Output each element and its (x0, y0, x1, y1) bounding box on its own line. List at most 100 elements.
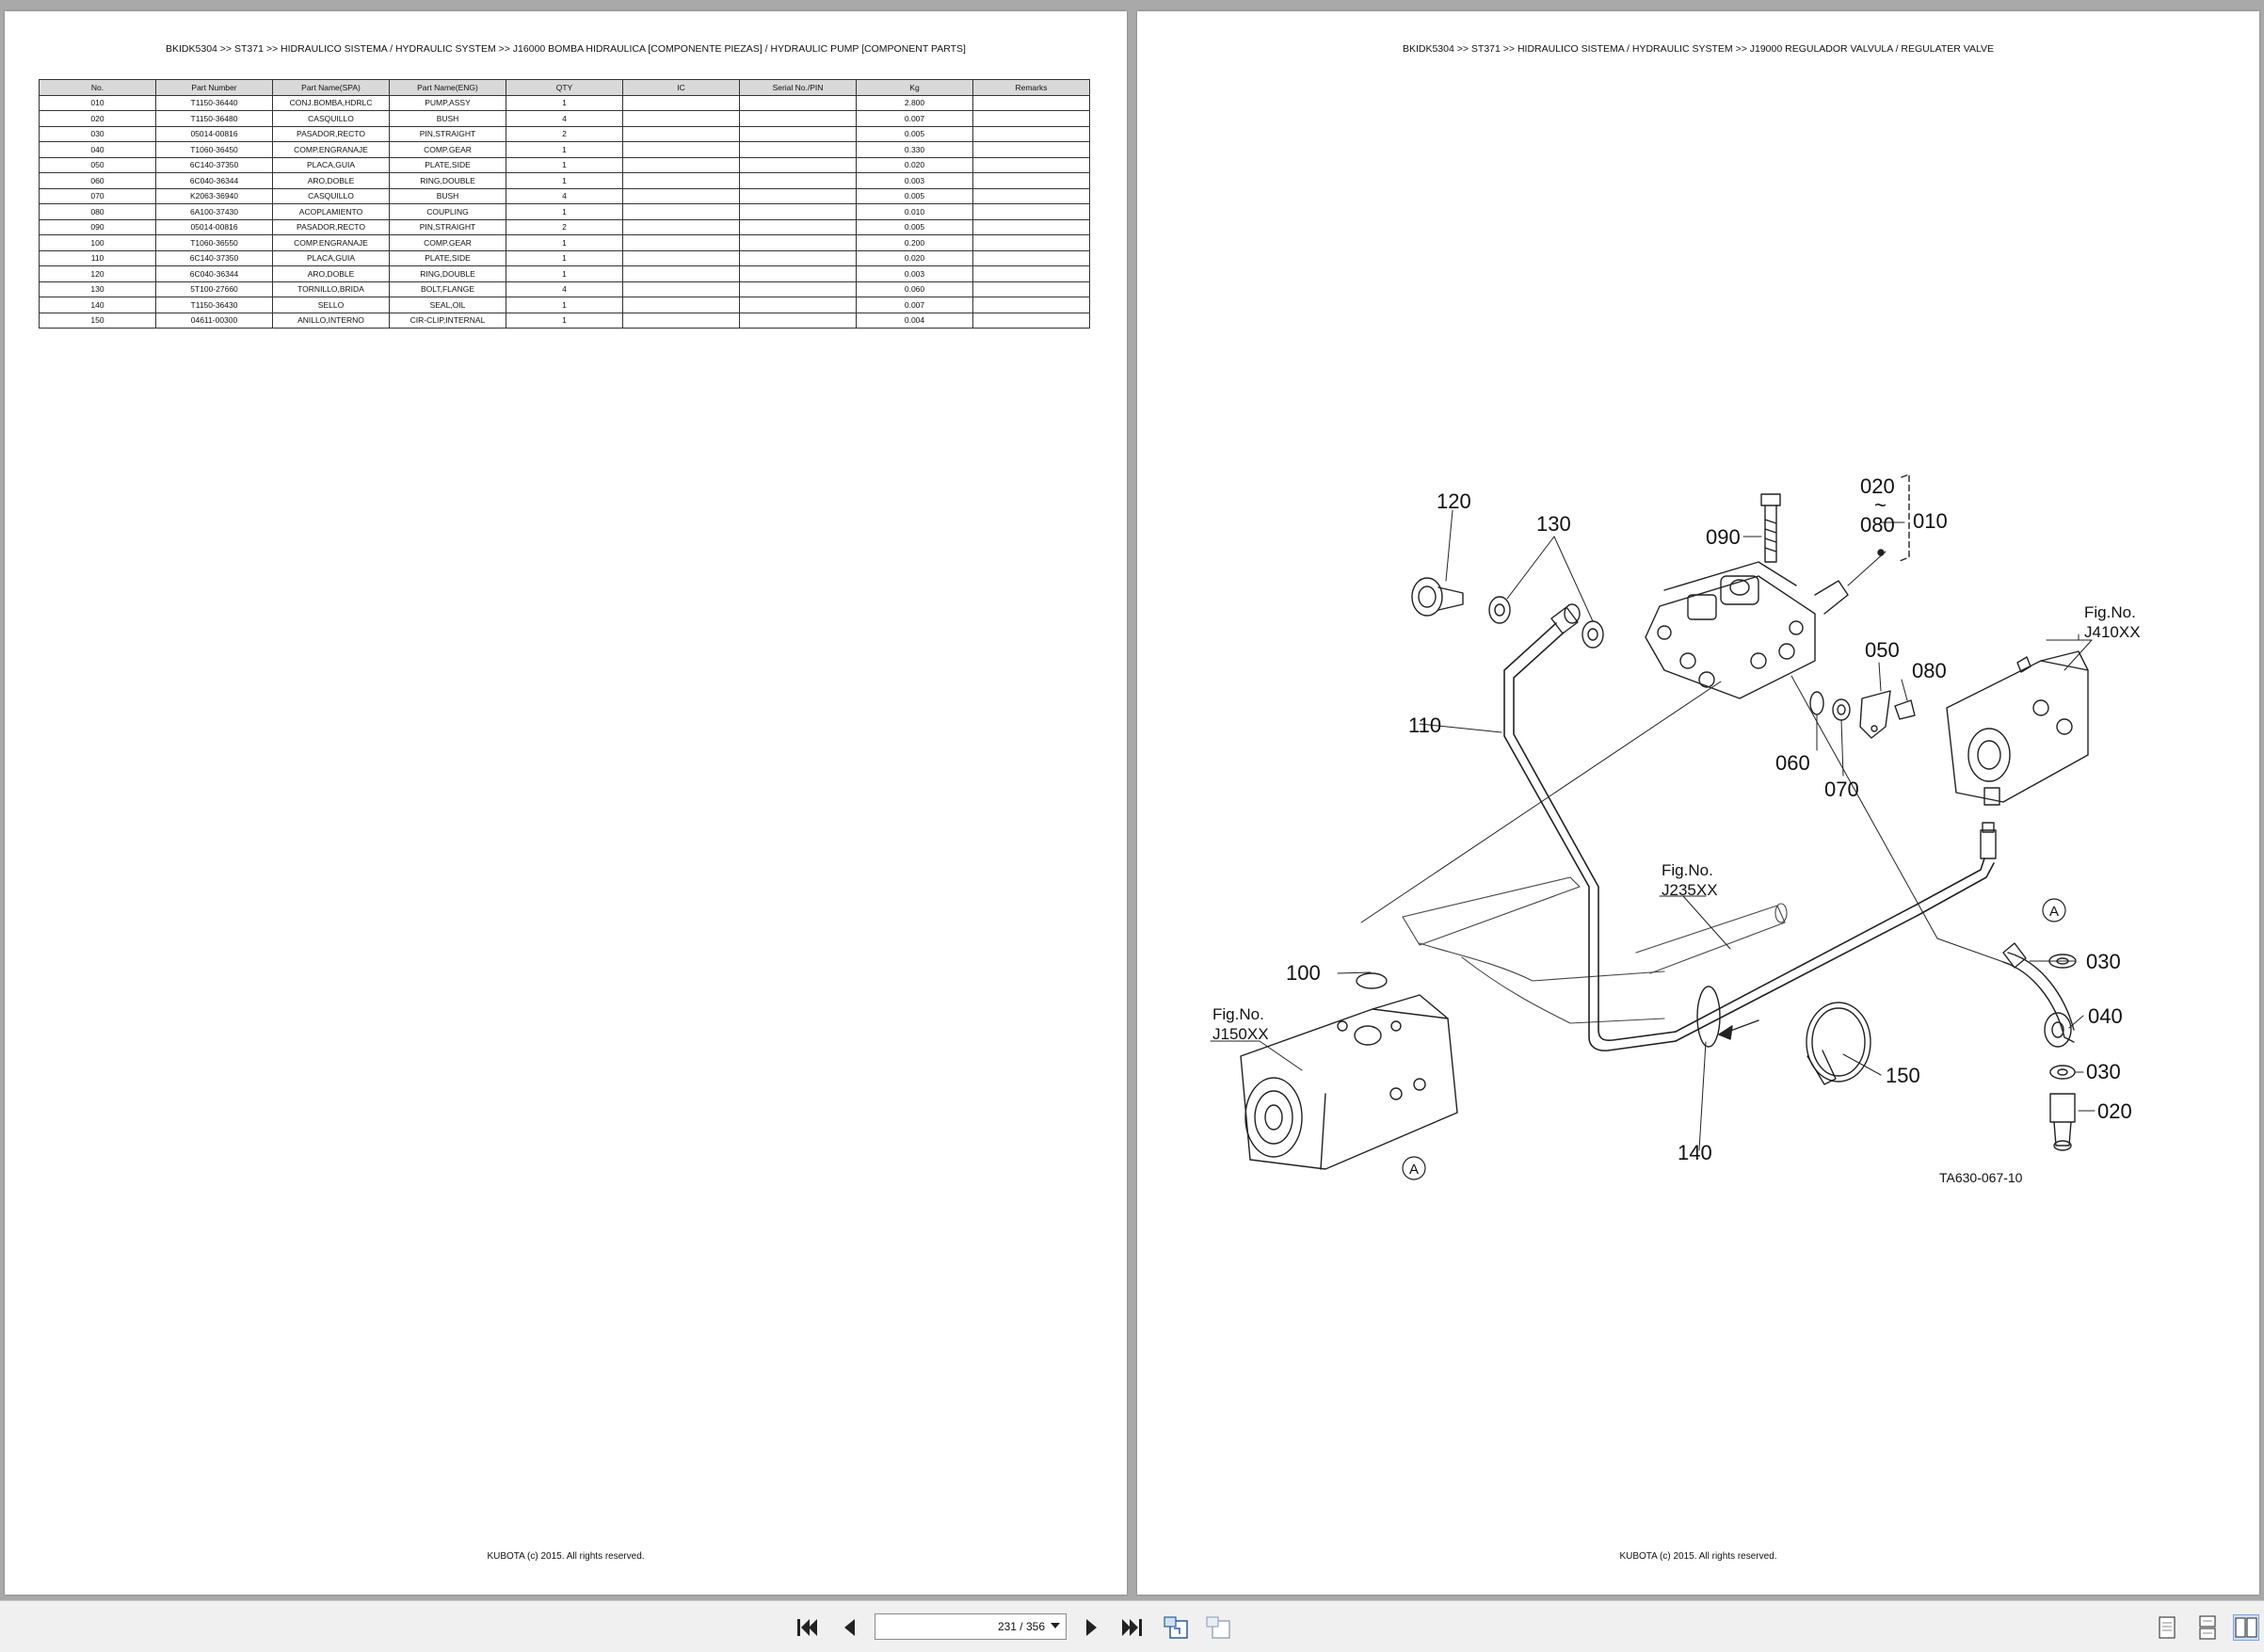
table-cell: 1 (506, 297, 623, 313)
table-cell: COMP.GEAR (389, 141, 506, 158)
table-cell (739, 94, 857, 111)
callout-130: 130 (1536, 512, 1571, 536)
callout-050: 050 (1865, 638, 1900, 662)
marker-a-right: A (2049, 904, 2059, 920)
chevron-down-icon[interactable] (1051, 1623, 1060, 1628)
table-cell (622, 172, 740, 189)
table-cell: 020 (39, 110, 156, 127)
page-number-input[interactable]: 231 / 356 (875, 1613, 1067, 1640)
table-cell (972, 141, 1090, 158)
callout-020: 020 (2097, 1099, 2132, 1123)
column-header: Serial No./PIN (739, 79, 857, 96)
table-cell: 1 (506, 312, 623, 329)
last-page-icon (1122, 1619, 1142, 1636)
table-cell: 2.800 (856, 94, 973, 111)
table-cell (622, 94, 740, 111)
table-cell: CASQUILLO (272, 110, 390, 127)
washer-130a (1488, 596, 1511, 624)
first-page-button[interactable] (794, 1614, 820, 1641)
callout-060: 060 (1775, 751, 1810, 775)
table-cell: PLACA,GUIA (272, 156, 390, 173)
table-cell: PIN,STRAIGHT (389, 125, 506, 142)
table-cell: COMP.ENGRANAJE (272, 234, 390, 251)
table-cell (739, 156, 857, 173)
table-cell: T1150-36480 (155, 110, 273, 127)
single-page-view-button[interactable] (2154, 1614, 2180, 1641)
table-cell (739, 297, 857, 313)
table-cell: BOLT,FLANGE (389, 281, 506, 297)
fit-width-button[interactable] (1205, 1614, 1231, 1641)
callout-080: 080 (1912, 659, 1947, 682)
table-cell: 1 (506, 265, 623, 282)
table-cell: 100 (39, 234, 156, 251)
drawing-id: TA630-067-10 (1939, 1170, 2023, 1185)
table-cell: RING,DOUBLE (389, 265, 506, 282)
table-cell: 120 (39, 265, 156, 282)
fitting-120 (1411, 577, 1464, 617)
table-cell: SEAL,OIL (389, 297, 506, 313)
callout-040: 040 (2088, 1004, 2123, 1028)
table-cell (739, 187, 857, 204)
fig-ref-j150xx-label: Fig.No. (1212, 1005, 1264, 1023)
table-cell: 6C040-36344 (155, 172, 273, 189)
seal-140 (1696, 986, 1721, 1048)
column-header: Part Name(SPA) (272, 79, 390, 96)
table-cell (622, 203, 740, 220)
table-cell: PLATE,SIDE (389, 249, 506, 266)
column-header: Kg (856, 79, 973, 96)
table-cell (622, 297, 740, 313)
table-cell: 4 (506, 110, 623, 127)
washer-130b (1582, 620, 1604, 649)
continuous-view-button[interactable] (2194, 1614, 2221, 1641)
callout-030-lower: 030 (2086, 1060, 2121, 1083)
table-cell: T1060-36550 (155, 234, 273, 251)
table-cell: 6C140-37350 (155, 156, 273, 173)
pump-j150xx (1240, 994, 1458, 1170)
table-cell (739, 203, 857, 220)
table-cell: ARO,DOBLE (272, 172, 390, 189)
table-cell: 5T100-27660 (155, 281, 273, 297)
table-cell: 080 (39, 203, 156, 220)
two-page-icon (2235, 1617, 2257, 1638)
regulator-valve-body (1645, 561, 1849, 699)
table-cell: BUSH (389, 110, 506, 127)
right-page-footer: KUBOTA (c) 2015. All rights reserved. (1619, 1551, 1777, 1562)
two-page-view-button[interactable] (2233, 1614, 2259, 1641)
table-cell (972, 187, 1090, 204)
single-page-icon (2159, 1616, 2176, 1639)
table-cell (739, 249, 857, 266)
table-cell: 060 (39, 172, 156, 189)
table-cell (739, 312, 857, 329)
table-cell (739, 110, 857, 127)
table-cell: 010 (39, 94, 156, 111)
table-cell: 1 (506, 249, 623, 266)
table-cell: 0.020 (856, 156, 973, 173)
next-page-icon (1086, 1619, 1097, 1636)
table-cell (739, 125, 857, 142)
table-cell: 6C140-37350 (155, 249, 273, 266)
fitting-040 (2002, 942, 2075, 1048)
table-cell: 0.330 (856, 141, 973, 158)
callout-110: 110 (1408, 714, 1441, 737)
table-cell: 0.005 (856, 125, 973, 142)
last-page-button[interactable] (1119, 1614, 1146, 1641)
next-page-button[interactable] (1079, 1614, 1105, 1641)
table-cell: COMP.GEAR (389, 234, 506, 251)
left-page-title: BKIDK5304 >> ST371 >> HIDRAULICO SISTEMA… (166, 43, 966, 55)
table-cell: CONJ.BOMBA,HDRLC (272, 94, 390, 111)
table-cell: 090 (39, 218, 156, 235)
table-cell (622, 281, 740, 297)
table-cell (972, 265, 1090, 282)
callout-030-upper: 030 (2086, 950, 2121, 973)
fit-page-button[interactable] (1163, 1614, 1189, 1641)
table-cell: PLATE,SIDE (389, 156, 506, 173)
column-header: Part Number (155, 79, 273, 96)
prev-page-button[interactable] (836, 1614, 862, 1641)
table-cell: K2063-36940 (155, 187, 273, 204)
